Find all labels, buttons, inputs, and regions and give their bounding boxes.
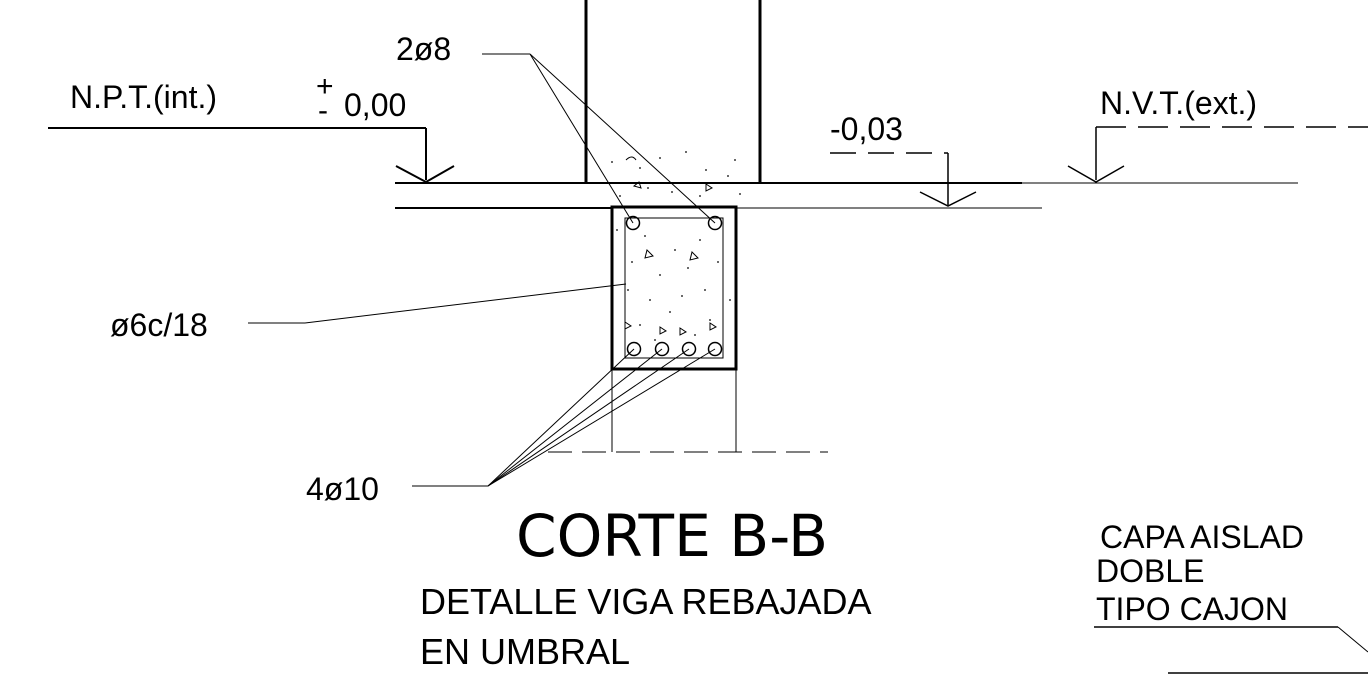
concrete-hatch: [611, 151, 741, 341]
side-note-line2: DOBLE: [1096, 553, 1204, 589]
side-note-leader: [1094, 626, 1368, 674]
step-level-value: -0,03: [830, 111, 903, 147]
stirrup-leader: [248, 283, 627, 324]
top-rebars: [625, 215, 723, 231]
bottom-rebars: [626, 341, 723, 357]
npt-level-value: 0,00: [344, 87, 406, 123]
top-rebar-label: 2ø8: [396, 31, 451, 67]
step-level-marker: [830, 152, 977, 207]
side-note-line1: CAPA AISLAD: [1100, 519, 1304, 555]
stirrup-label: ø6c/18: [110, 307, 208, 343]
minus-sign: -: [318, 94, 328, 127]
detail-subtitle-line2: EN UMBRAL: [420, 631, 630, 672]
bottom-rebar-label: 4ø10: [306, 471, 379, 507]
aggregate-marks: [624, 156, 717, 336]
beam-section: [548, 205, 828, 453]
detail-subtitle-line1: DETALLE VIGA REBAJADA: [420, 581, 872, 622]
npt-level-marker: [48, 127, 455, 184]
bottom-rebar-leader: [412, 348, 716, 487]
nvt-label: N.V.T.(ext.): [1100, 85, 1257, 121]
plus-sign: +: [316, 70, 334, 103]
section-title: CORTE B-B: [516, 502, 828, 570]
side-note-line3: TIPO CAJON: [1096, 591, 1288, 627]
floor-lines: [395, 182, 1298, 209]
nvt-level-marker: [1067, 126, 1368, 183]
top-rebar-leader: [482, 53, 716, 224]
wall-above: [584, 0, 762, 184]
npt-label: N.P.T.(int.): [70, 79, 217, 115]
